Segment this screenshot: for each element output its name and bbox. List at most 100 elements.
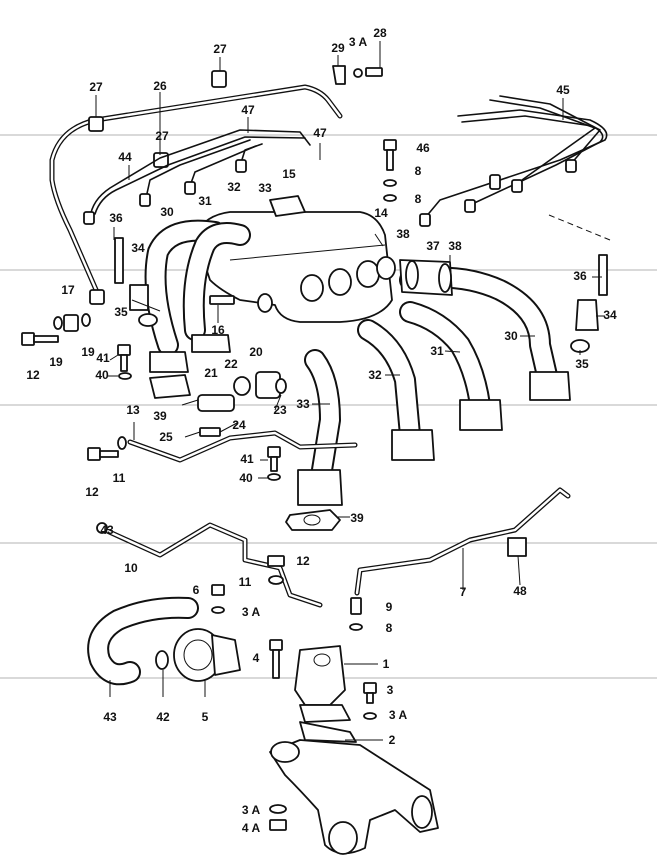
callout-8-b: 8 bbox=[414, 192, 422, 206]
callout-32-top: 32 bbox=[227, 180, 241, 194]
callout-30-top: 30 bbox=[160, 205, 174, 219]
valve-cluster bbox=[87, 295, 358, 463]
hose-37 bbox=[399, 259, 453, 296]
gasket-39 bbox=[285, 509, 341, 531]
callout-4: 4 bbox=[252, 651, 260, 665]
bolt-41-40 bbox=[267, 446, 281, 481]
callout-47-b: 47 bbox=[313, 126, 327, 140]
throttle-housing bbox=[269, 739, 439, 855]
injection-lines-right bbox=[419, 95, 608, 227]
hardware-lower bbox=[211, 555, 363, 631]
hardware-3 bbox=[363, 682, 377, 720]
callout-2: 2 bbox=[388, 733, 396, 747]
callout-36-right: 36 bbox=[573, 269, 587, 283]
hose-43 bbox=[87, 596, 199, 686]
callout-38-b: 38 bbox=[448, 239, 462, 253]
callout-4a: 4 A bbox=[241, 821, 261, 835]
callout-9: 9 bbox=[385, 600, 393, 614]
callout-26: 26 bbox=[153, 79, 167, 93]
callout-7: 7 bbox=[459, 585, 467, 599]
callout-15: 15 bbox=[282, 167, 296, 181]
callout-6: 6 bbox=[192, 583, 200, 597]
line-7 bbox=[354, 487, 571, 596]
pump-5 bbox=[173, 628, 241, 682]
callout-3: 3 bbox=[386, 683, 394, 697]
hardware-46-8 bbox=[383, 139, 397, 202]
callout-42: 42 bbox=[156, 710, 170, 724]
fittings-left bbox=[114, 237, 158, 327]
callout-47-a: 47 bbox=[241, 103, 255, 117]
injection-lines-left bbox=[83, 129, 311, 225]
callout-32-bottom: 32 bbox=[368, 368, 382, 382]
callout-33-top: 33 bbox=[258, 181, 272, 195]
callout-19-a: 19 bbox=[49, 355, 63, 369]
callout-25: 25 bbox=[159, 430, 173, 444]
callout-24: 24 bbox=[232, 418, 246, 432]
callout-12-a: 12 bbox=[26, 368, 40, 382]
callout-8-c: 8 bbox=[385, 621, 393, 635]
callout-10: 10 bbox=[124, 561, 138, 575]
callout-12-c: 12 bbox=[296, 554, 310, 568]
callout-27-c: 27 bbox=[155, 129, 169, 143]
valve-1 bbox=[294, 645, 351, 723]
callout-14: 14 bbox=[374, 206, 388, 220]
callout-3a-mid: 3 A bbox=[241, 605, 261, 619]
callout-22: 22 bbox=[224, 357, 238, 371]
callout-39-a: 39 bbox=[153, 409, 167, 423]
callout-31-bottom: 31 bbox=[430, 344, 444, 358]
bolts-left bbox=[21, 313, 132, 380]
callout-12-b: 12 bbox=[85, 485, 99, 499]
callout-1: 1 bbox=[382, 657, 390, 671]
callout-46: 46 bbox=[416, 141, 430, 155]
fittings-right bbox=[548, 214, 611, 353]
callout-13: 13 bbox=[126, 403, 140, 417]
callout-44: 44 bbox=[118, 150, 132, 164]
callout-21: 21 bbox=[204, 366, 218, 380]
callout-5: 5 bbox=[201, 710, 209, 724]
callout-29: 29 bbox=[331, 41, 345, 55]
callout-34-left: 34 bbox=[131, 241, 145, 255]
callout-11-b: 11 bbox=[238, 575, 252, 589]
runners-right bbox=[297, 266, 571, 506]
callout-43-bottom: 43 bbox=[103, 710, 117, 724]
callout-35-right: 35 bbox=[575, 357, 589, 371]
callout-3a-low: 3 A bbox=[388, 708, 408, 722]
callout-23: 23 bbox=[273, 403, 287, 417]
callout-43-top: 43 bbox=[100, 523, 114, 537]
callout-20: 20 bbox=[249, 345, 263, 359]
callout-16: 16 bbox=[211, 323, 225, 337]
callout-36-left: 36 bbox=[109, 211, 123, 225]
callout-27-a: 27 bbox=[89, 80, 103, 94]
callout-11-a: 11 bbox=[112, 471, 126, 485]
callout-33-bottom: 33 bbox=[296, 397, 310, 411]
callout-37: 37 bbox=[426, 239, 440, 253]
callout-48: 48 bbox=[513, 584, 527, 598]
callout-45: 45 bbox=[556, 83, 570, 97]
callout-19-b: 19 bbox=[81, 345, 95, 359]
callout-30-bottom: 30 bbox=[504, 329, 518, 343]
callout-35-left: 35 bbox=[114, 305, 128, 319]
runners-upper bbox=[144, 219, 251, 373]
line-10 bbox=[96, 522, 323, 608]
leader-lines bbox=[95, 41, 605, 741]
bolt-4 bbox=[269, 639, 283, 679]
callout-8-a: 8 bbox=[414, 164, 422, 178]
callout-38-a: 38 bbox=[396, 227, 410, 241]
callout-41-a: 41 bbox=[96, 351, 110, 365]
gasket-2 bbox=[299, 721, 357, 743]
callout-40-b: 40 bbox=[239, 471, 253, 485]
callout-40-a: 40 bbox=[95, 368, 109, 382]
callout-28: 28 bbox=[373, 26, 387, 40]
callout-31-top: 31 bbox=[198, 194, 212, 208]
callout-3a-bottom: 3 A bbox=[241, 803, 261, 817]
hardware-28-29 bbox=[332, 65, 383, 85]
callout-3a-top: 3 A bbox=[348, 35, 368, 49]
hardware-bottom bbox=[269, 804, 287, 831]
callout-34-right: 34 bbox=[603, 308, 617, 322]
callout-27-b: 27 bbox=[213, 42, 227, 56]
line-26 bbox=[49, 84, 343, 305]
callout-41-b: 41 bbox=[240, 452, 254, 466]
callout-39-b: 39 bbox=[350, 511, 364, 525]
